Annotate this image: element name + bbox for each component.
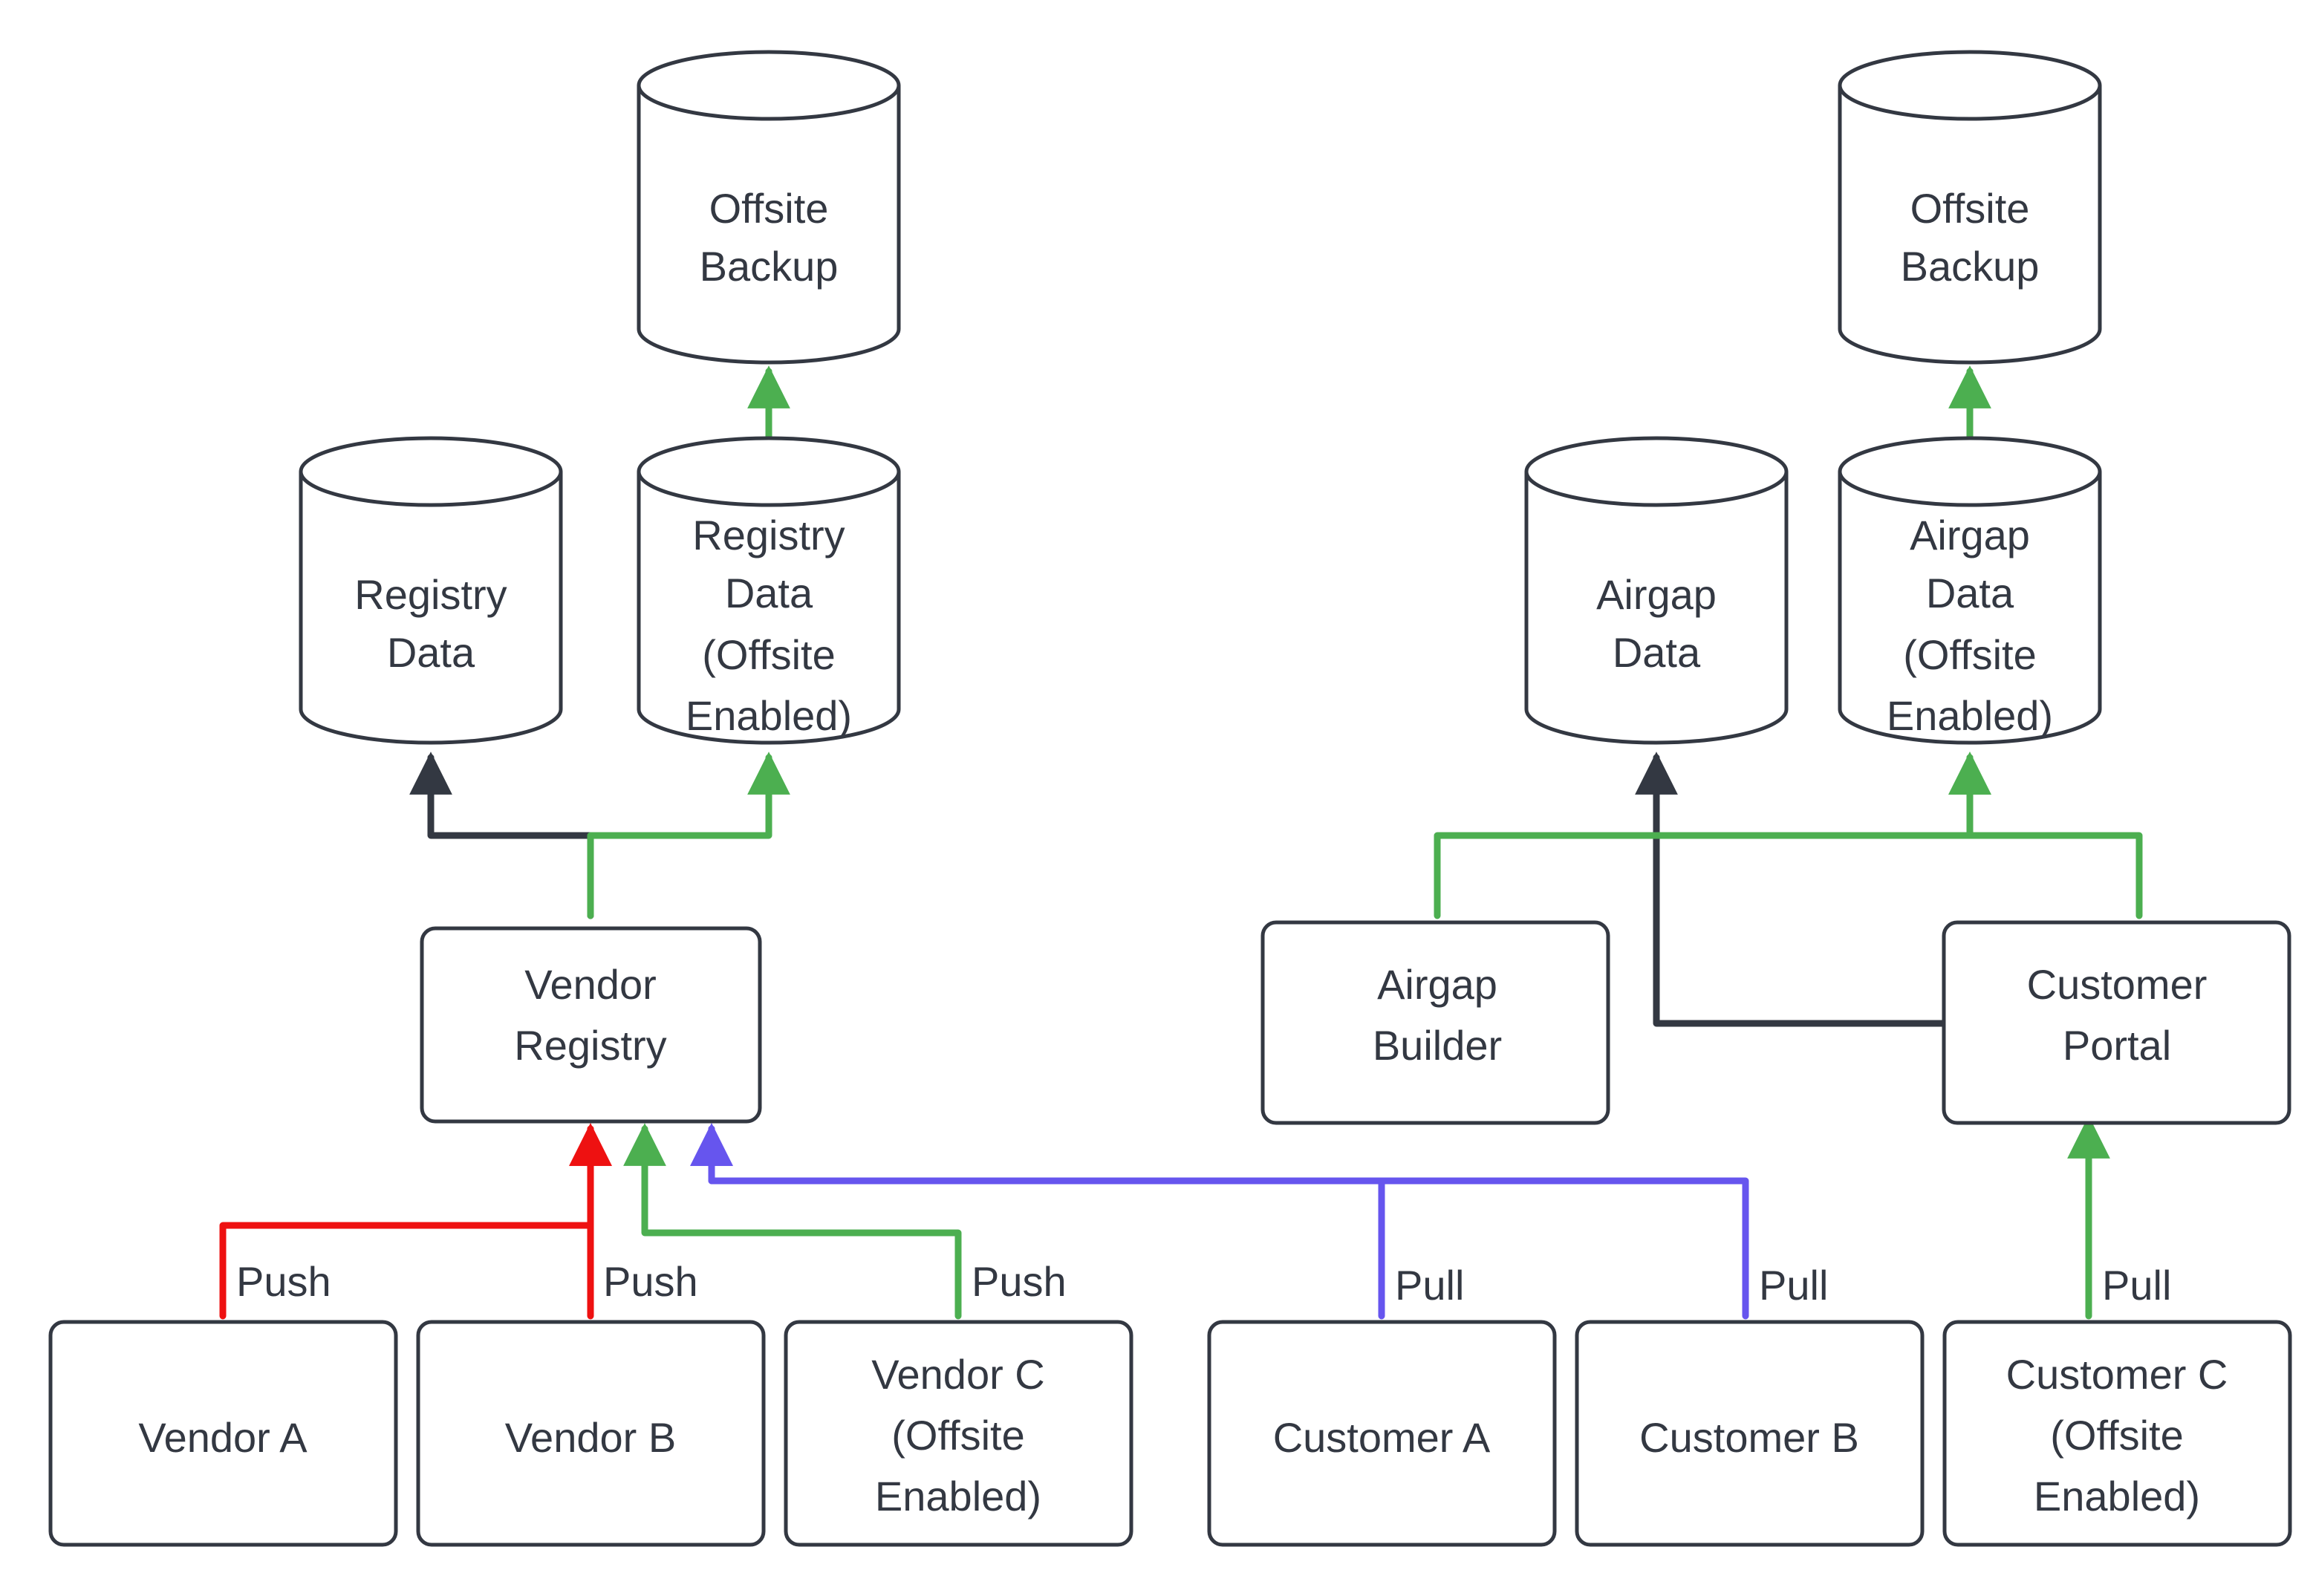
edge-builder-to-airgap-offsite: [1434, 752, 1991, 919]
node-label-line1: Customer A: [1273, 1414, 1491, 1461]
edge-vendor-c-push: [623, 1123, 962, 1320]
node-label-line3: (Offsite: [702, 631, 835, 678]
edge-portal-to-airgap-data: [1635, 752, 1948, 1027]
node-label-line2: (Offsite: [2050, 1412, 2183, 1459]
node-label-line4: Enabled): [686, 692, 852, 739]
box-shape: [48, 1320, 398, 1547]
node-label-line1: Airgap: [1910, 512, 2030, 558]
edges-layer: [219, 365, 2143, 1320]
node-label-line1: Airgap: [1377, 961, 1497, 1008]
node-offsite-backup-right[interactable]: Offsite Backup: [1838, 50, 2102, 365]
node-label-line1: Airgap: [1596, 571, 1717, 618]
node-vendor-a[interactable]: Vendor A: [48, 1320, 398, 1547]
cylinder-shape: [637, 50, 901, 365]
cylinder-shape: [1838, 50, 2102, 365]
box-shape: [1260, 920, 1610, 1125]
edge-registry-to-data-offsite: [587, 752, 790, 919]
node-label-line2: Portal: [2063, 1022, 2171, 1069]
node-customer-c[interactable]: Customer C (Offsite Enabled): [1942, 1320, 2292, 1547]
node-label-line2: Data: [1926, 570, 2014, 616]
node-label-line1: Vendor A: [138, 1414, 308, 1461]
cylinder-shape: [299, 436, 563, 745]
box-shape: [784, 1320, 1133, 1547]
node-airgap-builder[interactable]: Airgap Builder: [1260, 920, 1610, 1125]
node-vendor-registry[interactable]: Vendor Registry: [420, 926, 762, 1124]
node-label-line1: Registry: [354, 571, 507, 618]
node-label-line1: Offsite: [1910, 185, 2030, 232]
node-label-line3: Enabled): [875, 1473, 1041, 1520]
node-label-line2: Data: [1613, 629, 1701, 676]
node-customer-b[interactable]: Customer B: [1575, 1320, 1925, 1547]
edge-portal-to-airgap-offsite: [1948, 752, 2143, 919]
node-label-line1: Offsite: [709, 185, 829, 232]
edge-customer-b-pull: [690, 1123, 1749, 1320]
cylinder-shape: [1838, 436, 2102, 745]
box-shape: [1942, 920, 2291, 1125]
node-label-line1: Vendor B: [505, 1414, 676, 1461]
node-registry-data-offsite[interactable]: Registry Data (Offsite Enabled): [637, 436, 901, 745]
node-label-line1: Customer: [2027, 961, 2208, 1008]
box-shape: [420, 926, 762, 1124]
node-label-line2: Backup: [700, 243, 839, 290]
edge-label-pull-3: Pull: [2102, 1262, 2171, 1309]
box-shape: [1942, 1320, 2292, 1547]
node-registry-data[interactable]: Registry Data: [299, 436, 563, 745]
node-label-line1: Registry: [692, 512, 845, 558]
edge-labels-layer: Push Push Push Pull Pull Pull: [236, 1258, 2171, 1309]
node-vendor-b[interactable]: Vendor B: [416, 1320, 766, 1547]
node-airgap-data-offsite[interactable]: Airgap Data (Offsite Enabled): [1838, 436, 2102, 745]
node-offsite-backup-left[interactable]: Offsite Backup: [637, 50, 901, 365]
node-label-line2: Builder: [1373, 1022, 1502, 1069]
node-label-line3: (Offsite: [1903, 631, 2036, 678]
edge-label-push-2: Push: [603, 1258, 698, 1305]
edge-registry-to-data: [409, 752, 594, 919]
node-label-line2: (Offsite: [891, 1412, 1024, 1459]
node-label-line1: Vendor: [524, 961, 657, 1008]
node-label-line4: Enabled): [1887, 692, 2053, 739]
node-label-line3: Enabled): [2034, 1473, 2200, 1520]
node-label-line2: Data: [387, 629, 475, 676]
box-shape: [1207, 1320, 1557, 1547]
node-customer-a[interactable]: Customer A: [1207, 1320, 1557, 1547]
node-label-line2: Backup: [1901, 243, 2040, 290]
node-label-line1: Vendor C: [871, 1351, 1045, 1398]
box-shape: [416, 1320, 766, 1547]
node-label-line1: Customer B: [1639, 1414, 1859, 1461]
node-label-line1: Customer C: [2006, 1351, 2228, 1398]
edge-label-pull-2: Pull: [1759, 1262, 1828, 1309]
edge-label-pull-1: Pull: [1395, 1262, 1464, 1309]
node-label-line2: Data: [725, 570, 813, 616]
node-airgap-data[interactable]: Airgap Data: [1524, 436, 1789, 745]
box-shape: [1575, 1320, 1925, 1547]
node-label-line2: Registry: [514, 1022, 666, 1069]
edge-label-push-3: Push: [972, 1258, 1067, 1305]
cylinder-shape: [637, 436, 901, 745]
edge-label-push-1: Push: [236, 1258, 331, 1305]
node-customer-portal[interactable]: Customer Portal: [1942, 920, 2291, 1125]
node-vendor-c[interactable]: Vendor C (Offsite Enabled): [784, 1320, 1133, 1547]
cylinder-shape: [1524, 436, 1789, 745]
